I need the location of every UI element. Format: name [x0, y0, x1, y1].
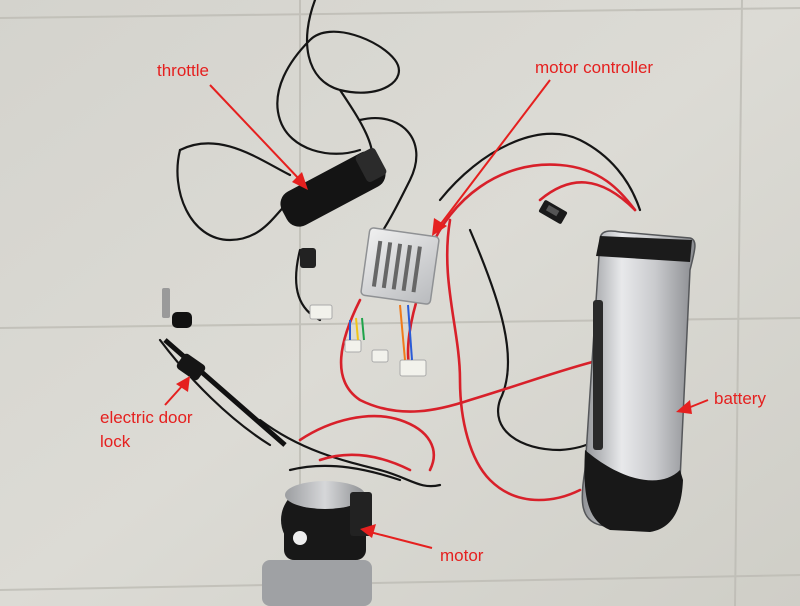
battery-pack	[581, 230, 696, 532]
label-motor: motor	[440, 546, 484, 565]
electric-motor	[262, 481, 372, 606]
motor-controller-box	[360, 227, 440, 305]
red-wires	[298, 163, 637, 502]
wire-connectors	[309, 304, 427, 377]
label-motor-controller: motor controller	[535, 58, 654, 77]
throttle-grip	[280, 148, 387, 268]
label-electric-door-lock-line2: lock	[100, 432, 131, 451]
label-battery: battery	[714, 389, 766, 408]
annotation-arrows	[164, 79, 709, 549]
label-throttle: throttle	[157, 61, 209, 80]
label-electric-door-lock-line1: electric door	[100, 408, 193, 427]
electric-door-lock	[162, 288, 287, 447]
battery-connector-plug	[538, 200, 568, 224]
